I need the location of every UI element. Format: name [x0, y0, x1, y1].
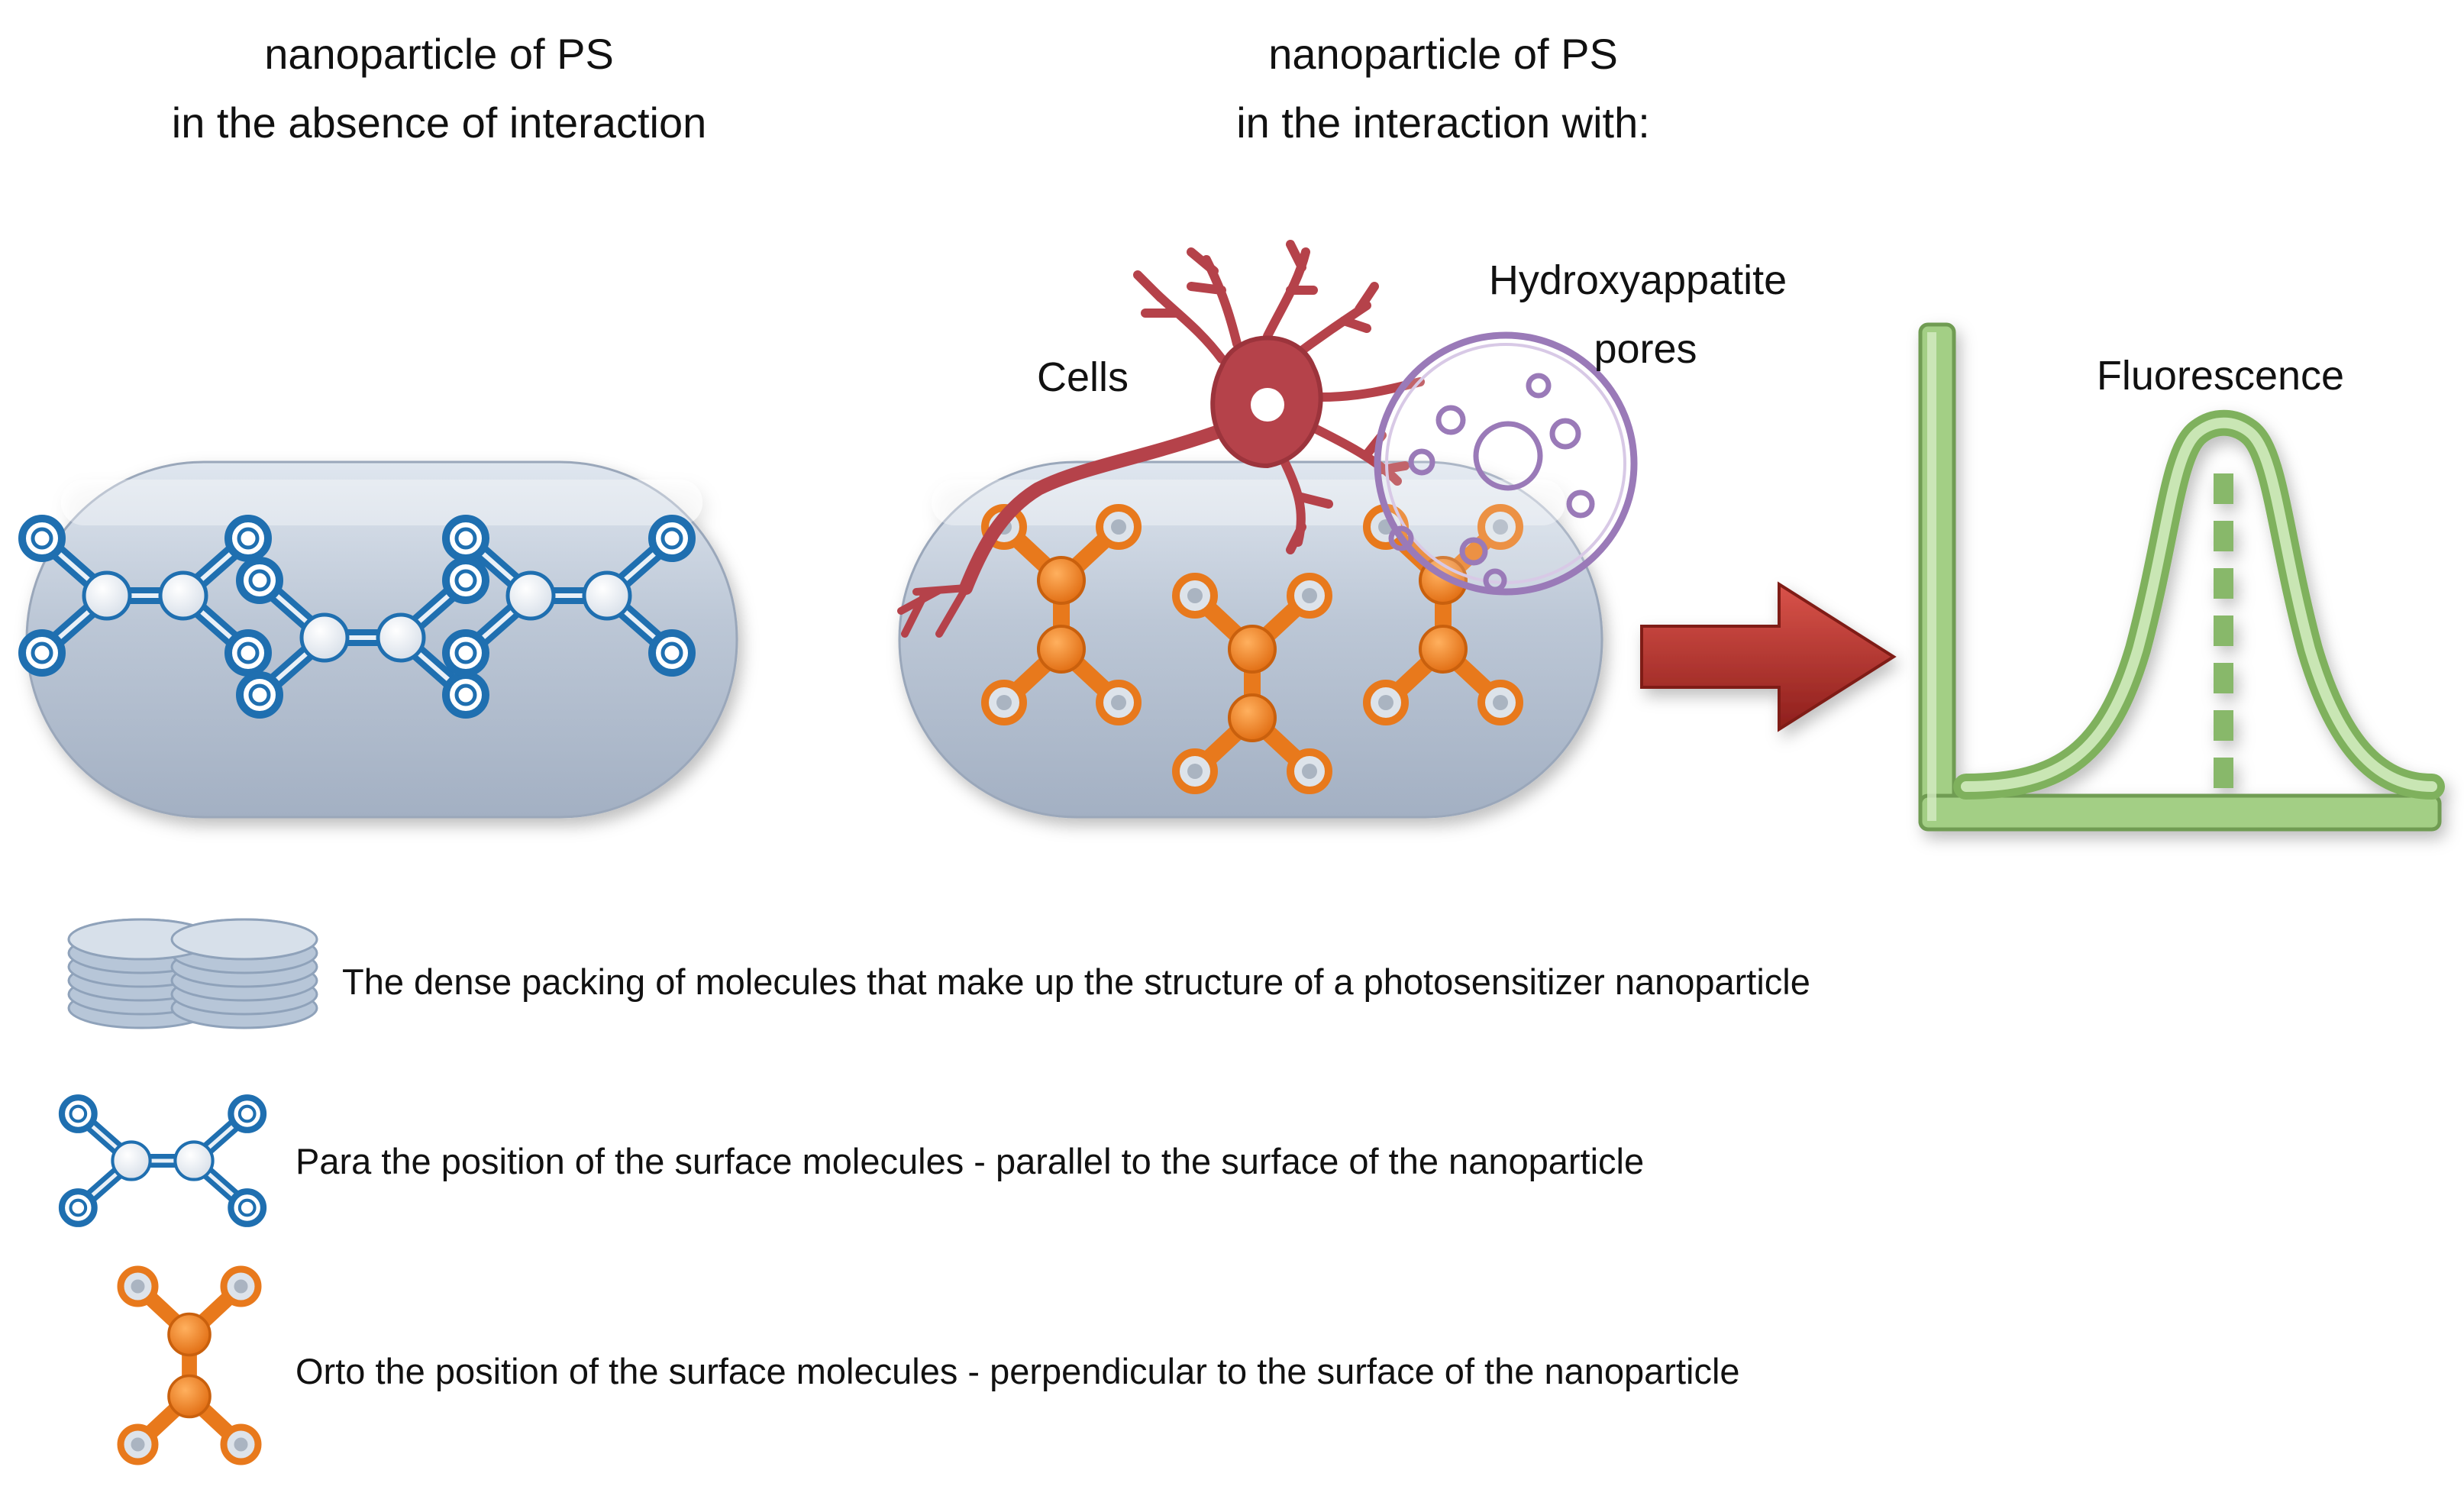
cells-label: Cells: [1037, 354, 1129, 400]
left-title-line1: nanoparticle of PS: [264, 30, 614, 78]
fluorescence-label: Fluorescence: [2097, 353, 2344, 399]
hydroxyapatite-label-line2: pores: [1594, 326, 1697, 372]
neuron-cell-icon: [897, 240, 1425, 638]
hydroxyapatite-label-line1: Hydroxyappatite: [1489, 257, 1787, 303]
right-title-line1: nanoparticle of PS: [1268, 30, 1618, 78]
hydroxyapatite-pore-icon: [1374, 331, 1638, 596]
stacked-disks-icon: [67, 918, 318, 1029]
fluorescence-graph-icon: [1918, 322, 2445, 832]
legend-text-orto: Orto the position of the surface molecul…: [295, 1351, 1740, 1391]
left-title-line2: in the absence of interaction: [172, 99, 706, 147]
orto-molecule-icon: [121, 1269, 258, 1462]
legend: The dense packing of molecules that make…: [62, 918, 1810, 1462]
legend-text-packing: The dense packing of molecules that make…: [342, 961, 1810, 1002]
para-molecule-icon: [62, 1097, 263, 1224]
legend-text-para: Para the position of the surface molecul…: [295, 1141, 1644, 1181]
right-title-line2: in the interaction with:: [1236, 99, 1650, 147]
right-arrow-icon: [1640, 581, 1897, 732]
